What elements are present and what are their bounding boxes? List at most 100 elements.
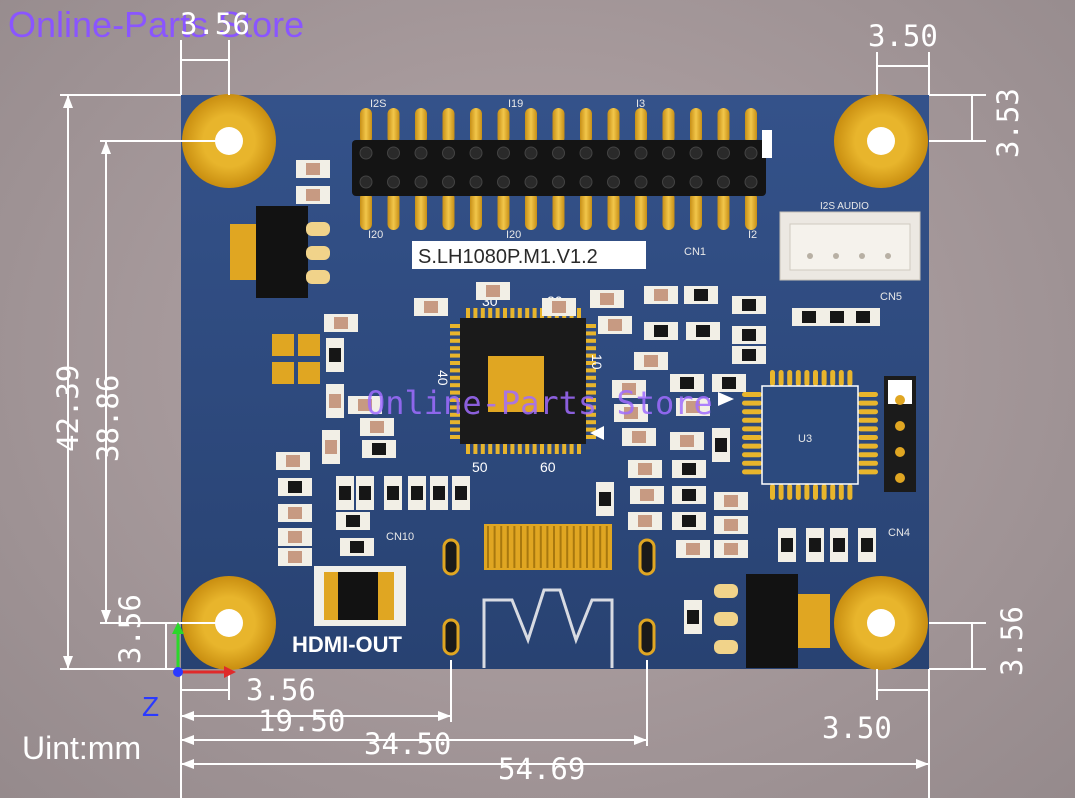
header-pin <box>497 192 510 230</box>
smd-component <box>672 486 706 504</box>
ic-pin <box>450 405 462 410</box>
header-pin <box>442 192 455 230</box>
u3-pin <box>858 452 878 458</box>
smd-body <box>372 443 386 455</box>
header-pin <box>387 192 400 230</box>
smd-body <box>334 317 348 329</box>
hdmi-contact <box>572 526 575 568</box>
dim-hdmi-right: 34.50 <box>364 727 451 761</box>
smd-body <box>722 377 736 389</box>
header-pin-tip <box>662 146 675 160</box>
u3-pin <box>804 370 810 386</box>
dimension-arrow <box>916 759 929 769</box>
smd-body <box>830 311 844 323</box>
ic-pin <box>450 435 462 439</box>
header-label-i20a: I20 <box>368 229 383 241</box>
header-pin <box>607 108 620 144</box>
smd-body <box>724 543 738 555</box>
hdmi-contact <box>605 526 608 568</box>
header-pin <box>745 192 757 230</box>
cn5-label: CN5 <box>880 291 902 303</box>
header-pin-tip <box>607 175 620 189</box>
smd-component <box>676 540 710 558</box>
smd-body <box>552 301 566 313</box>
header-label-i2s: I2S <box>370 98 387 110</box>
smd-body <box>682 463 696 475</box>
header-pin-tip <box>634 146 648 160</box>
smd-body <box>358 399 372 411</box>
u3-pin <box>813 370 818 386</box>
dimension-arrow <box>181 735 194 745</box>
smd-component <box>276 452 310 470</box>
header-pin-tip <box>359 146 373 160</box>
smd-body <box>339 486 351 500</box>
smd-body <box>680 377 694 389</box>
smd-component <box>820 308 854 326</box>
smd-component <box>714 540 748 558</box>
smd-component <box>590 290 624 308</box>
ic-pin <box>525 308 530 320</box>
ic-pin <box>450 368 462 373</box>
smd-body <box>686 543 700 555</box>
smd-body <box>781 538 793 552</box>
header-pin-tip <box>607 146 620 160</box>
ic-pin <box>532 308 537 320</box>
smd-component <box>348 396 382 414</box>
header-pin-tip <box>442 175 455 189</box>
axis-z-label: Z <box>142 691 159 722</box>
header-pin <box>442 108 455 144</box>
header-pin <box>635 192 647 230</box>
ic-pin <box>466 442 470 454</box>
ic-pin <box>450 324 462 328</box>
u3-pin <box>787 370 793 386</box>
smd-component <box>356 476 374 510</box>
pin-header-right <box>884 376 916 492</box>
u3-chip <box>742 370 878 500</box>
header-pin <box>525 192 537 230</box>
smd-component <box>858 528 876 562</box>
smd-component <box>324 314 358 332</box>
header-label-i20b: I20 <box>506 229 521 241</box>
ic-pin <box>480 442 485 454</box>
u3-pin <box>847 370 853 386</box>
dimension-arrow <box>438 711 451 721</box>
smd-body <box>632 431 646 443</box>
ic-pin <box>510 442 515 454</box>
ic-pin <box>450 420 462 425</box>
u3-pin <box>830 484 836 500</box>
smd-body <box>288 551 302 563</box>
header-pin <box>635 108 647 144</box>
smd-component <box>336 512 370 530</box>
dim-top-right-hole-horizontal: 3.50 <box>868 19 938 53</box>
smd-component <box>778 528 796 562</box>
header-pin-tip <box>689 175 703 189</box>
dim-overall-width: 54.69 <box>498 752 585 786</box>
smd-body <box>724 519 738 531</box>
header-pin-tip <box>414 175 428 189</box>
ic-pin <box>562 442 567 454</box>
hdmi-connector <box>442 524 656 668</box>
smd-body <box>608 319 622 331</box>
header-pin <box>525 108 537 144</box>
dimension-arrow <box>634 735 647 745</box>
smd-body <box>600 293 614 305</box>
header-pin-tip <box>634 175 648 189</box>
smd-component <box>326 384 344 418</box>
smd-body <box>329 394 341 408</box>
mounting-hole-bottom-right <box>834 576 928 670</box>
smd-body <box>411 486 423 500</box>
ic-pin <box>584 427 596 432</box>
smd-body <box>622 383 636 395</box>
header-pin <box>580 108 592 144</box>
u3-pin <box>858 409 878 415</box>
ic-pin <box>450 398 462 402</box>
dim-hole-span-height: 38.86 <box>91 375 125 462</box>
header-pin-tip <box>717 175 730 189</box>
ic-pin <box>488 308 493 320</box>
header-pin <box>387 108 400 144</box>
dim-top-left-hole: 3.56 <box>180 7 250 41</box>
u3-pin <box>804 484 810 500</box>
smd-body <box>682 515 696 527</box>
header-pin-tip <box>414 146 428 160</box>
ic-pin <box>450 353 462 358</box>
